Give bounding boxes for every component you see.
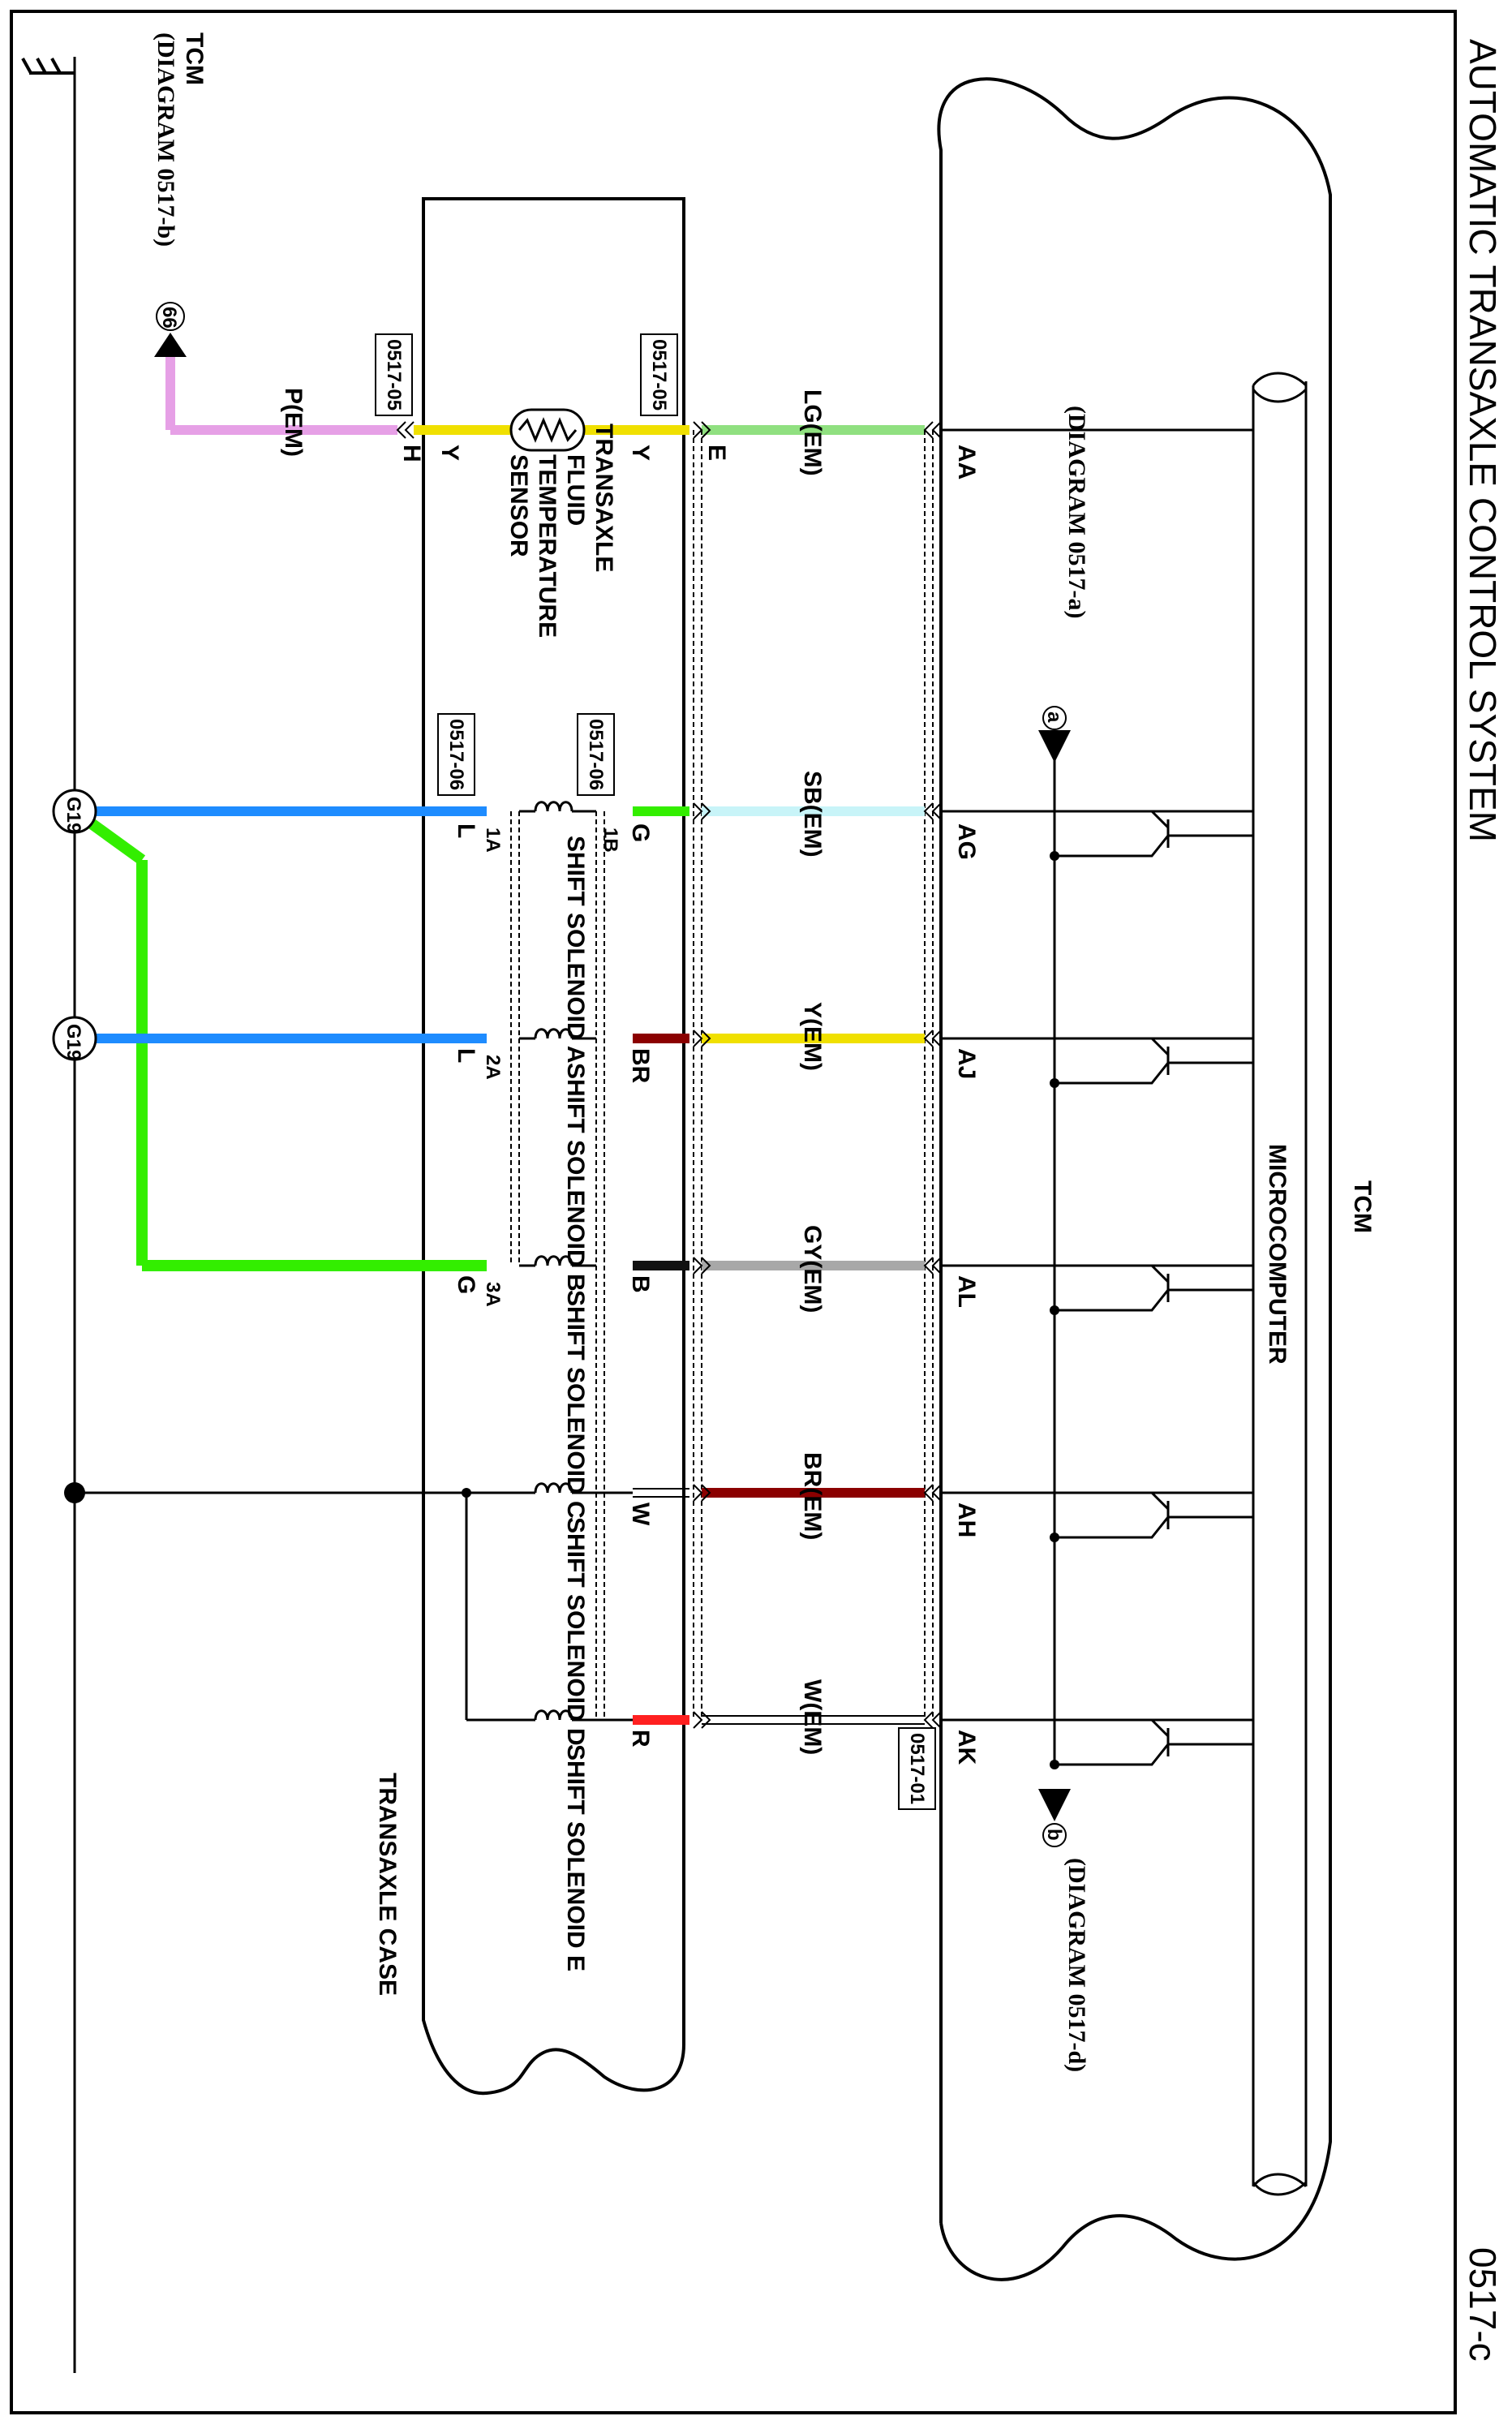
ground-junction [64, 1482, 85, 1503]
ref-node-66-label: 66 [158, 307, 180, 329]
pin-y-right: Y [627, 445, 654, 461]
microcomputer-label: MICROCOMPUTER [1264, 1144, 1291, 1365]
connector-0517-05: 0517-05 [648, 339, 670, 411]
pin-g: G [627, 823, 654, 842]
wire-lg-em: LG(EM) [799, 389, 826, 476]
pin-aa: AA [953, 445, 980, 479]
pin-al: AL [953, 1275, 980, 1308]
pin-2a: 2A [482, 1055, 504, 1080]
pin-1a: 1A [482, 828, 504, 853]
circuit-ah [75, 1488, 1253, 1722]
connector-box [898, 1727, 936, 1810]
connector-box [640, 333, 678, 416]
pin-ag: AG [953, 823, 980, 860]
g19-label-b: G19 [62, 1024, 84, 1060]
transistor-icon [1055, 810, 1253, 1766]
wire-junction [462, 1488, 471, 1498]
wire-gy-em: GY(EM) [799, 1225, 826, 1313]
temperature-sensor-icon [509, 408, 586, 452]
pin-aj: AJ [953, 1048, 980, 1079]
connector-box [437, 713, 475, 796]
ref-node-a [1042, 706, 1067, 730]
solenoid-b-label: SHIFT SOLENOID B [562, 1063, 589, 1292]
connector-box [577, 713, 615, 796]
ground-node-g19-b [52, 1016, 97, 1061]
circuit-ak [633, 1715, 1253, 1725]
ref-node-b [1042, 1823, 1067, 1847]
junction-dots [1050, 851, 1059, 1769]
connector-chevron-icon [396, 421, 942, 1729]
arrow-up-icon [154, 333, 187, 357]
wire-g-c: G [453, 1275, 479, 1294]
ref-a-text: (DIAGRAM 0517-a) [1063, 406, 1090, 618]
wire-br-em: BR(EM) [799, 1452, 826, 1540]
connector-box [375, 333, 413, 416]
tcm-label: TCM [1349, 1180, 1376, 1233]
wire-p-em: P(EM) [280, 388, 307, 457]
pin-e: E [703, 445, 730, 461]
pin-h: H [398, 445, 425, 462]
pin-3a: 3A [482, 1282, 504, 1307]
microcomputer-box [1252, 372, 1308, 2196]
pin-ah: AH [953, 1503, 980, 1537]
page-code: 0517-c [1462, 2247, 1504, 2362]
ref-b-text: (DIAGRAM 0517-d) [1063, 1858, 1090, 2072]
sensor-label-1: TRANSAXLE [591, 423, 617, 572]
ref-node-66 [156, 302, 185, 331]
arrow-down-icon [1038, 1789, 1071, 1821]
wire-w-em: W(EM) [799, 1679, 826, 1755]
wire-sb-em: SB(EM) [799, 771, 826, 858]
connector-0517-05-left: 0517-05 [383, 339, 405, 411]
solenoid-c-label: SHIFT SOLENOID C [562, 1290, 589, 1519]
sensor-label-2: FLUID [562, 454, 589, 526]
tcm-ref-line1: TCM [181, 32, 208, 85]
sensor-label-3: TEMPERATURE [534, 454, 561, 638]
arrow-down-icon [1038, 730, 1071, 763]
solenoid-e-label: SHIFT SOLENOID E [562, 1744, 589, 1971]
wire-y-em: Y(EM) [799, 1002, 826, 1071]
tcm-ref-line2: (DIAGRAM 0517-b) [152, 32, 179, 247]
pin-y-left: Y [436, 445, 463, 461]
pin-w: W [627, 1503, 654, 1526]
connector-0517-01: 0517-01 [906, 1733, 928, 1804]
ground-symbol-icon [21, 58, 75, 75]
connector-0517-06-left: 0517-06 [445, 719, 467, 790]
sensor-label-4: SENSOR [505, 454, 532, 557]
solenoid-d-label: SHIFT SOLENOID D [562, 1517, 589, 1746]
g19-label-a: G19 [62, 797, 84, 833]
page-border [10, 10, 1457, 2414]
pin-ak: AK [953, 1730, 980, 1765]
pin-1b: 1B [599, 828, 621, 853]
connector-0517-06: 0517-06 [585, 719, 607, 790]
ref-node-b-label: b [1043, 1829, 1065, 1841]
solenoid-a-label: SHIFT SOLENOID A [562, 836, 589, 1064]
transaxle-case-enclosure [422, 197, 685, 2096]
pin-r: R [627, 1730, 654, 1748]
solenoid-coil-icon [519, 801, 633, 1722]
tcm-enclosure [937, 77, 1332, 2281]
transaxle-case-label: TRANSAXLE CASE [374, 1773, 401, 1996]
diagram-title: AUTOMATIC TRANSAXLE CONTROL SYSTEM [1462, 39, 1504, 842]
ground-node-g19-a [52, 789, 97, 834]
pin-br: BR [627, 1048, 654, 1084]
wire-l-a: L [453, 823, 479, 838]
pin-b: B [627, 1275, 654, 1293]
wire-l-b: L [453, 1048, 479, 1063]
ref-node-a-label: a [1043, 712, 1065, 723]
